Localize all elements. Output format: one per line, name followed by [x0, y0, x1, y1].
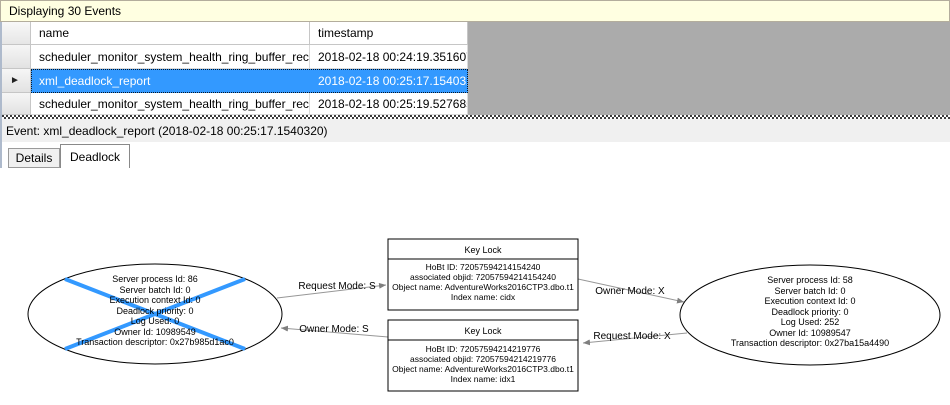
- event-name-cell[interactable]: xml_deadlock_report: [31, 69, 310, 93]
- grid-corner-cell[interactable]: [0, 22, 31, 45]
- process-attr: Server batch Id: 0: [119, 285, 190, 295]
- edge-request-mode-s: [276, 282, 387, 299]
- selected-event-bar: Event: xml_deadlock_report (2018-02-18 0…: [0, 119, 950, 142]
- victim-cross-icon: [64, 277, 246, 351]
- process-node-victim[interactable]: Server process Id: 86 Server batch Id: 0…: [27, 263, 283, 365]
- event-name-cell[interactable]: scheduler_monitor_system_health_ring_buf…: [31, 45, 310, 69]
- event-timestamp-cell[interactable]: 2018-02-18 00:25:19.5276859: [310, 93, 468, 115]
- deadlock-graph-pane: Server process Id: 86 Server batch Id: 0…: [0, 168, 950, 400]
- table-row[interactable]: scheduler_monitor_system_health_ring_buf…: [0, 45, 468, 69]
- detail-tab-strip: Details Deadlock: [0, 142, 950, 169]
- table-row-selected[interactable]: ► xml_deadlock_report 2018-02-18 00:25:1…: [0, 69, 468, 93]
- edge-owner-mode-x: [577, 278, 685, 304]
- row-header-cell[interactable]: [0, 93, 31, 115]
- edge-label-owner-x: Owner Mode: X: [595, 286, 665, 297]
- resource-node-key-lock-bottom[interactable]: Key Lock HoBt ID: 72057594214219776 asso…: [387, 319, 579, 392]
- selected-event-label: Event: xml_deadlock_report (2018-02-18 0…: [6, 123, 328, 138]
- resource-attr: Object name: AdventureWorks2016CTP3.dbo.…: [392, 364, 574, 374]
- process-attr: Server process Id: 86: [112, 274, 198, 284]
- process-attr: Execution context Id: 0: [764, 296, 855, 306]
- resource-title: Key Lock: [464, 326, 502, 336]
- resource-attr: associated objid: 72057594214219776: [410, 354, 556, 364]
- process-attr: Owner Id: 10989547: [769, 328, 851, 338]
- event-name-cell[interactable]: scheduler_monitor_system_health_ring_buf…: [31, 93, 310, 115]
- row-header-cell[interactable]: ►: [0, 69, 31, 93]
- events-grid: name timestamp scheduler_monitor_system_…: [0, 22, 950, 115]
- column-header-timestamp[interactable]: timestamp: [310, 22, 468, 45]
- edge-request-mode-x: [582, 332, 688, 346]
- column-header-name[interactable]: name: [31, 22, 310, 45]
- process-attr: Execution context Id: 0: [109, 295, 200, 305]
- process-attr: Log Used: 252: [781, 317, 840, 327]
- resource-attr: Object name: AdventureWorks2016CTP3.dbo.…: [392, 282, 574, 292]
- resource-attr: Index name: cidx: [451, 292, 516, 302]
- resource-attr: HoBt ID: 72057594214154240: [426, 262, 541, 272]
- process-attr: Deadlock priority: 0: [771, 307, 848, 317]
- tab-deadlock[interactable]: Deadlock: [60, 144, 130, 169]
- resource-attr: HoBt ID: 72057594214219776: [426, 344, 541, 354]
- edge-label-request-x: Request Mode: X: [593, 331, 671, 342]
- resource-title: Key Lock: [464, 245, 502, 255]
- resource-node-key-lock-top[interactable]: Key Lock HoBt ID: 72057594214154240 asso…: [387, 238, 579, 311]
- event-timestamp-cell[interactable]: 2018-02-18 00:25:17.1540320: [310, 69, 468, 93]
- process-attr: Transaction descriptor: 0x27b985d1ac0: [76, 337, 234, 347]
- grid-splitter-handle[interactable]: [0, 115, 950, 119]
- process-attr: Server batch Id: 0: [774, 286, 845, 296]
- events-count-label: Displaying 30 Events: [9, 4, 122, 18]
- process-attr: Server process Id: 58: [767, 275, 853, 285]
- edge-label-request-s: Request Mode: S: [298, 281, 376, 292]
- process-attr: Owner Id: 10989549: [114, 327, 196, 337]
- process-attr: Deadlock priority: 0: [116, 306, 193, 316]
- current-row-marker-icon: ►: [10, 75, 20, 86]
- tab-details[interactable]: Details: [8, 148, 60, 168]
- process-attr: Log Used: 0: [131, 316, 180, 326]
- process-node[interactable]: Server process Id: 58 Server batch Id: 0…: [679, 264, 941, 366]
- deadlock-graph: Server process Id: 86 Server batch Id: 0…: [27, 238, 941, 392]
- resource-attr: Index name: idx1: [451, 374, 516, 384]
- row-header-cell[interactable]: [0, 45, 31, 69]
- table-row[interactable]: scheduler_monitor_system_health_ring_buf…: [0, 93, 468, 115]
- events-count-bar: Displaying 30 Events: [0, 0, 950, 22]
- resource-attr: associated objid: 72057594214154240: [410, 272, 556, 282]
- edge-label-owner-s: Owner Mode: S: [299, 324, 369, 335]
- event-timestamp-cell[interactable]: 2018-02-18 00:24:19.3516078: [310, 45, 468, 69]
- edge-owner-mode-s: [280, 325, 389, 338]
- process-attr: Transaction descriptor: 0x27ba15a4490: [731, 338, 889, 348]
